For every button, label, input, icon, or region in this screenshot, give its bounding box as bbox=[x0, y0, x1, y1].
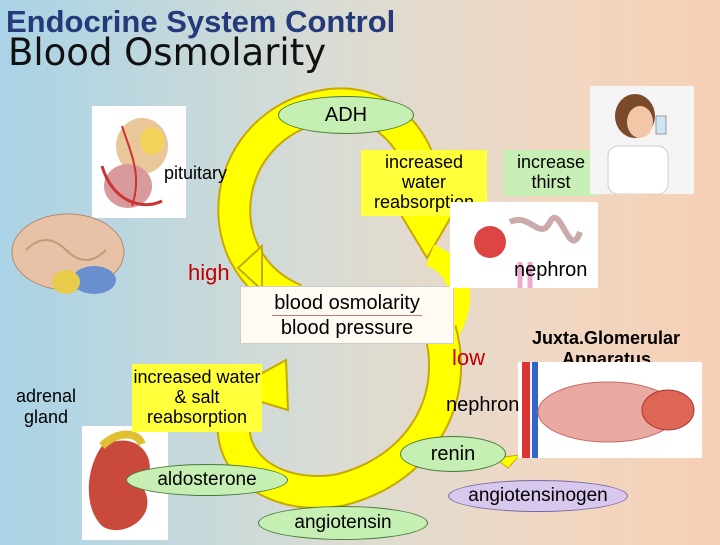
high-label: high bbox=[188, 260, 230, 285]
nephron-bottom-label: nephron bbox=[446, 394, 520, 416]
brain-image bbox=[6, 210, 128, 304]
juxtaglomerular-image bbox=[518, 362, 702, 458]
aldosterone-pill: aldosterone bbox=[126, 464, 288, 496]
renin-pill: renin bbox=[400, 436, 506, 472]
woman-drinking-image bbox=[590, 86, 694, 195]
angiotensinogen-pill: angiotensinogen bbox=[448, 480, 628, 512]
center-box: blood osmolarity blood pressure bbox=[240, 286, 454, 344]
increase-thirst-box: increase thirst bbox=[503, 150, 599, 196]
arrow-head-left-high bbox=[236, 243, 263, 293]
adh-pill: ADH bbox=[278, 96, 414, 134]
increased-water-salt-reabsorption-box: increased water & salt reabsorption bbox=[132, 364, 262, 432]
pituitary-gland-image bbox=[92, 106, 186, 218]
angiotensin-pill: angiotensin bbox=[258, 506, 428, 540]
divider bbox=[272, 314, 422, 316]
pituitary-label: pituitary bbox=[164, 163, 228, 183]
page-title: Blood Osmolarity bbox=[8, 31, 327, 74]
blood-pressure-label: blood pressure bbox=[280, 316, 414, 339]
kidney-adrenal-image bbox=[82, 426, 168, 540]
adrenal-gland-label: adrenal gland bbox=[15, 386, 77, 427]
low-label: low bbox=[452, 345, 486, 370]
title-line1: Endocrine System Control bbox=[6, 4, 396, 39]
nephron-image bbox=[450, 202, 598, 288]
nephron-top-label: nephron bbox=[514, 259, 588, 281]
blood-osmolarity-label: blood osmolarity bbox=[274, 291, 420, 314]
increased-water-reabsorption-box: increased water reabsorption bbox=[361, 150, 487, 216]
